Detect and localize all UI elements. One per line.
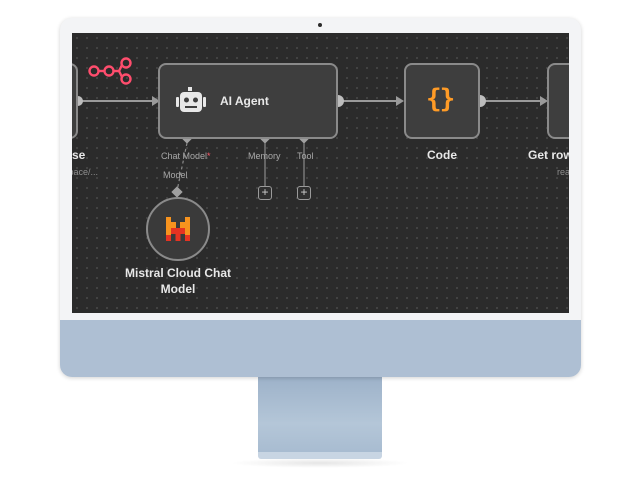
chat-model-port-label: Chat Model* (161, 151, 211, 161)
get-rows-node[interactable] (547, 63, 569, 139)
get-rows-sublabel: rea (557, 167, 569, 177)
robot-icon (176, 87, 206, 112)
webhook-icon (88, 57, 132, 85)
ai-agent-label: AI Agent (220, 94, 269, 108)
monitor-stand (258, 377, 382, 455)
ai-agent-node[interactable]: AI Agent (158, 63, 338, 139)
workflow-canvas[interactable]: se space/... AI Agent Chat Model* Memory… (72, 33, 569, 313)
floor-shadow (230, 458, 410, 468)
wire-chat-model-to-mistral (176, 142, 188, 192)
monitor-chin (60, 320, 581, 377)
code-label: Code (427, 148, 457, 162)
model-port-label: Model (163, 170, 188, 180)
tool-port-label: Tool (297, 151, 314, 161)
left-trigger-node[interactable] (72, 63, 78, 139)
camera-dot (318, 23, 322, 27)
add-tool-button[interactable]: + (297, 186, 311, 200)
add-memory-button[interactable]: + (258, 186, 272, 200)
curly-braces-icon: {} (426, 84, 455, 114)
mistral-label-line1: Mistral Cloud Chat (124, 266, 231, 280)
imac-monitor: se space/... AI Agent Chat Model* Memory… (60, 18, 581, 377)
chat-model-text: Chat Model (161, 151, 208, 161)
mistral-model-node[interactable] (146, 197, 210, 261)
left-node-sublabel: space/... (72, 167, 99, 177)
mistral-label-line2: Model (160, 282, 196, 296)
required-marker: * (207, 151, 211, 161)
arrow-into-agent (152, 96, 160, 106)
mistral-logo-icon (166, 217, 190, 241)
code-node[interactable]: {} (404, 63, 480, 139)
mistral-model-port[interactable] (171, 186, 183, 198)
left-node-label: se (72, 148, 86, 162)
arrow-into-code (396, 96, 404, 106)
monitor-stand-foot (258, 452, 382, 459)
arrow-into-getrows (540, 96, 548, 106)
get-rows-label: Get row (528, 148, 569, 162)
memory-port-label: Memory (248, 151, 281, 161)
